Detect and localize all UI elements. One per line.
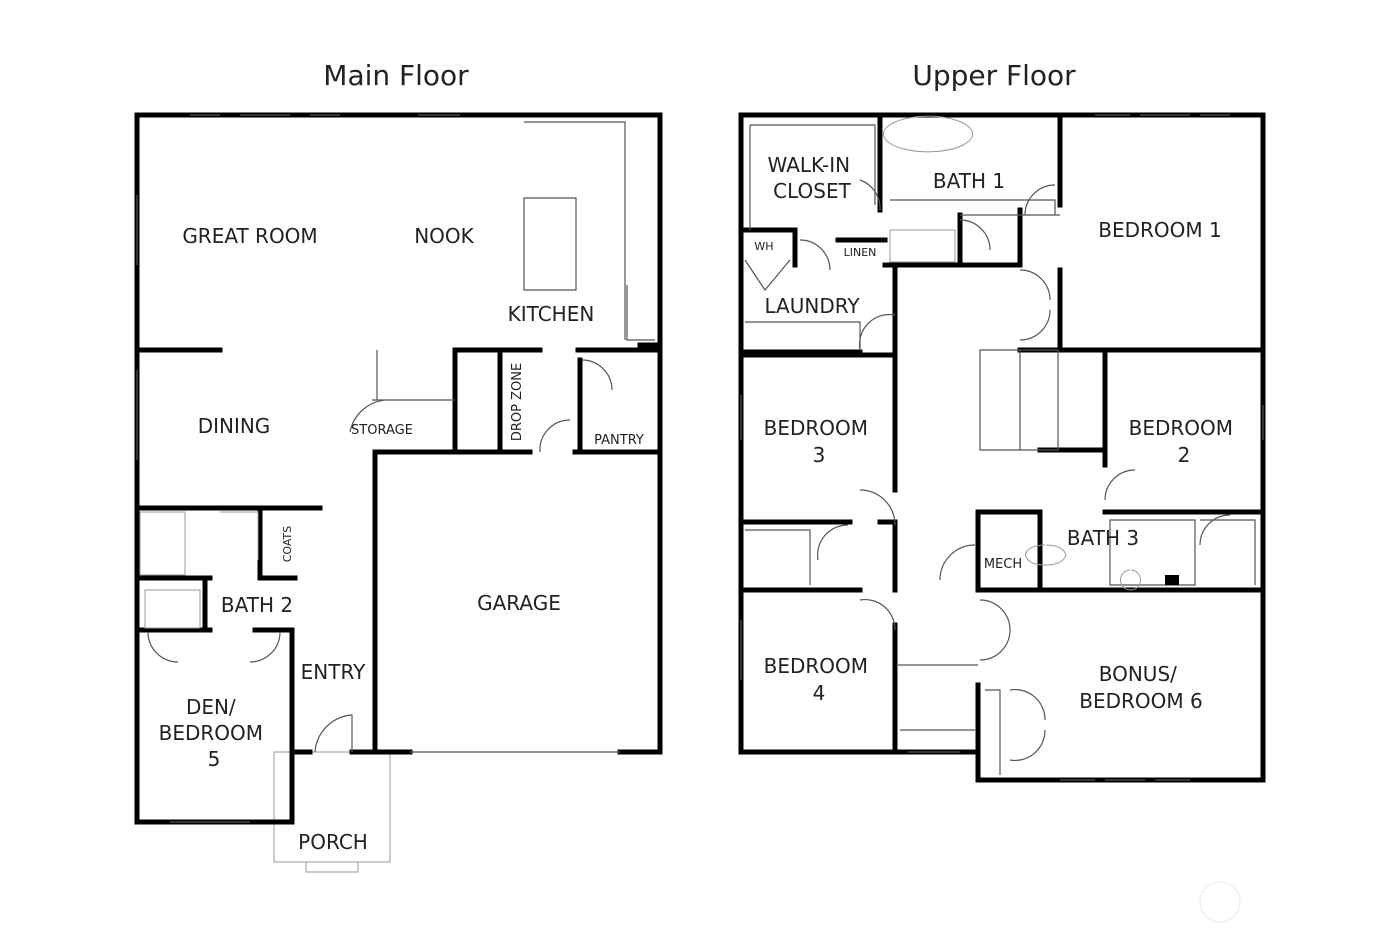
room-bedroom-3: BEDROOM 3 <box>764 416 875 467</box>
room-bedroom-1: BEDROOM 1 <box>1098 218 1221 242</box>
main-floor-plan: GREAT ROOM NOOK KITCHEN DINING STORAGE D… <box>134 112 663 873</box>
porch-step <box>305 861 359 873</box>
fixture-marker <box>1165 575 1179 585</box>
room-bonus-bedroom-6: BONUS/ BEDROOM 6 <box>1079 662 1202 713</box>
room-bath-3: BATH 3 <box>1067 526 1139 550</box>
room-den: DEN/ BEDROOM 5 <box>159 695 270 771</box>
room-linen: LINEN <box>844 246 877 259</box>
room-bedroom-4: BEDROOM 4 <box>764 654 875 705</box>
room-bath-2: BATH 2 <box>221 593 293 617</box>
room-porch: PORCH <box>298 830 368 854</box>
room-entry: ENTRY <box>301 660 366 684</box>
room-bath-1: BATH 1 <box>933 169 1005 193</box>
room-storage: STORAGE <box>351 423 413 438</box>
room-coats: COATS <box>281 526 294 563</box>
room-walk-in-closet: WALK-IN CLOSET <box>768 153 857 203</box>
main-floor-title: Main Floor <box>323 59 469 92</box>
room-drop-zone: DROP ZONE <box>510 363 525 441</box>
room-dining: DINING <box>198 414 271 438</box>
upper-floor-plan: WALK-IN CLOSET BATH 1 BEDROOM 1 WH LINEN… <box>738 112 1266 783</box>
upper-floor-title: Upper Floor <box>912 59 1076 92</box>
room-laundry: LAUNDRY <box>764 294 860 318</box>
room-mech: MECH <box>984 557 1022 572</box>
room-bedroom-2: BEDROOM 2 <box>1129 416 1240 467</box>
watermark-logo <box>1199 881 1241 923</box>
room-nook: NOOK <box>414 224 474 248</box>
room-pantry: PANTRY <box>594 433 644 448</box>
room-garage: GARAGE <box>477 591 561 615</box>
room-kitchen: KITCHEN <box>508 302 595 326</box>
room-wh: WH <box>754 240 773 253</box>
room-great-room: GREAT ROOM <box>182 224 317 248</box>
